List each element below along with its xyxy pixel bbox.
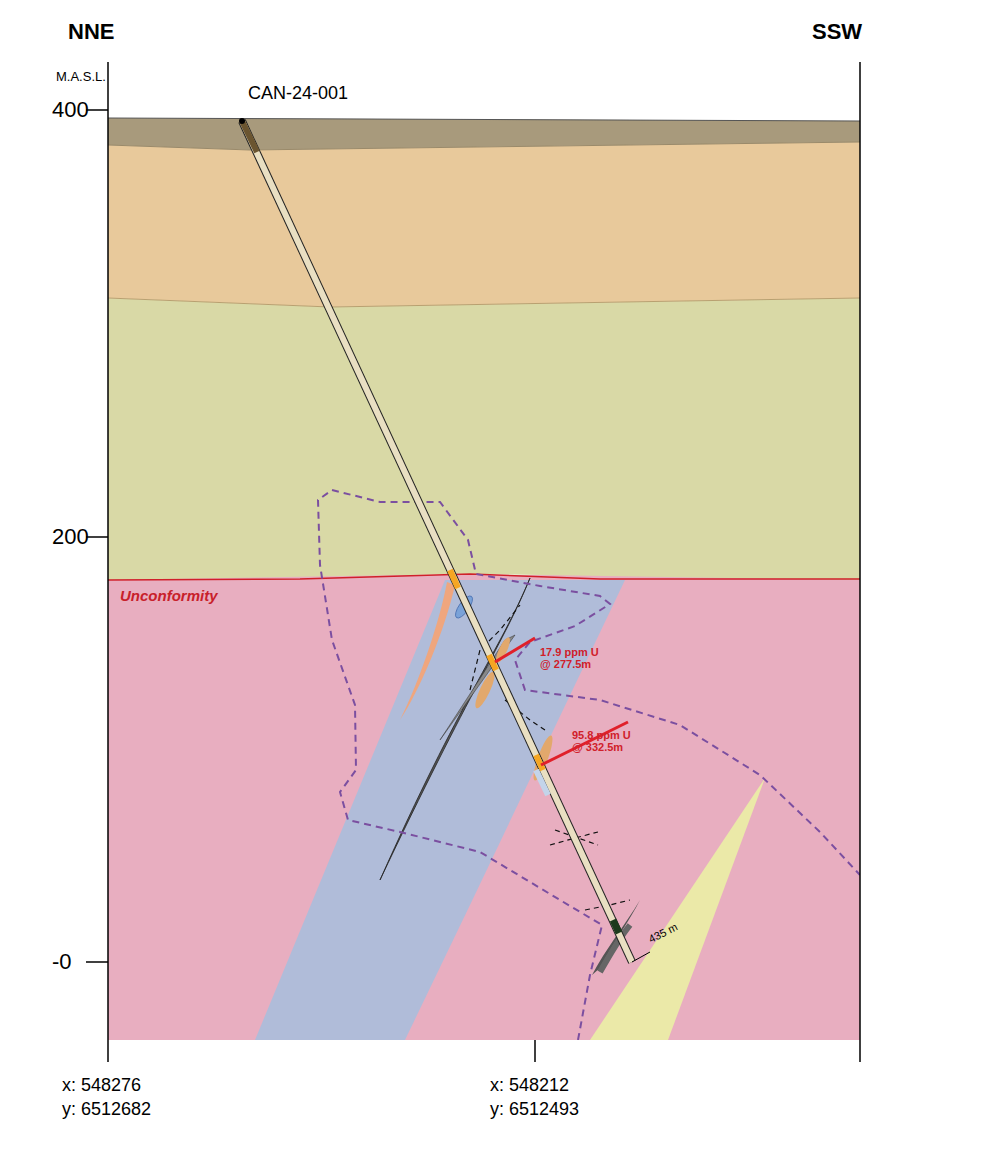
direction-label: NNE xyxy=(68,20,114,44)
assay-label: 17.9 ppm U @ 277.5m xyxy=(540,646,612,670)
drill-hole xyxy=(239,118,650,962)
alteration-outline xyxy=(318,490,860,1040)
assay-tick xyxy=(495,638,535,662)
unconformity-label: Unconformity xyxy=(120,588,218,605)
direction-label: SSW xyxy=(812,20,862,44)
intrusive-wedge xyxy=(590,778,765,1040)
sandstone-upper xyxy=(108,142,860,307)
axes xyxy=(86,62,860,1062)
assay-label: 95.8 ppm U @ 332.5m xyxy=(572,729,644,753)
coordinate-label: y: 6512493 xyxy=(490,1100,579,1120)
sandstone-lower xyxy=(108,298,860,580)
axis-tick-label: 200 xyxy=(52,525,89,549)
graphitic-band xyxy=(255,580,625,1040)
fault-zone xyxy=(380,578,530,880)
coordinate-label: y: 6512682 xyxy=(62,1100,151,1120)
drillhole-name: CAN-24-001 xyxy=(248,84,348,104)
unconformity-line xyxy=(108,574,860,580)
axis-tick-label: 400 xyxy=(52,98,89,122)
alteration-lens xyxy=(400,582,455,720)
axis-title: M.A.S.L. xyxy=(56,70,106,84)
structure-traces xyxy=(470,605,630,910)
coordinate-label: x: 548276 xyxy=(62,1076,141,1096)
overburden xyxy=(108,118,860,150)
coordinate-label: x: 548212 xyxy=(490,1076,569,1096)
axis-tick-label: -0 xyxy=(52,950,72,974)
